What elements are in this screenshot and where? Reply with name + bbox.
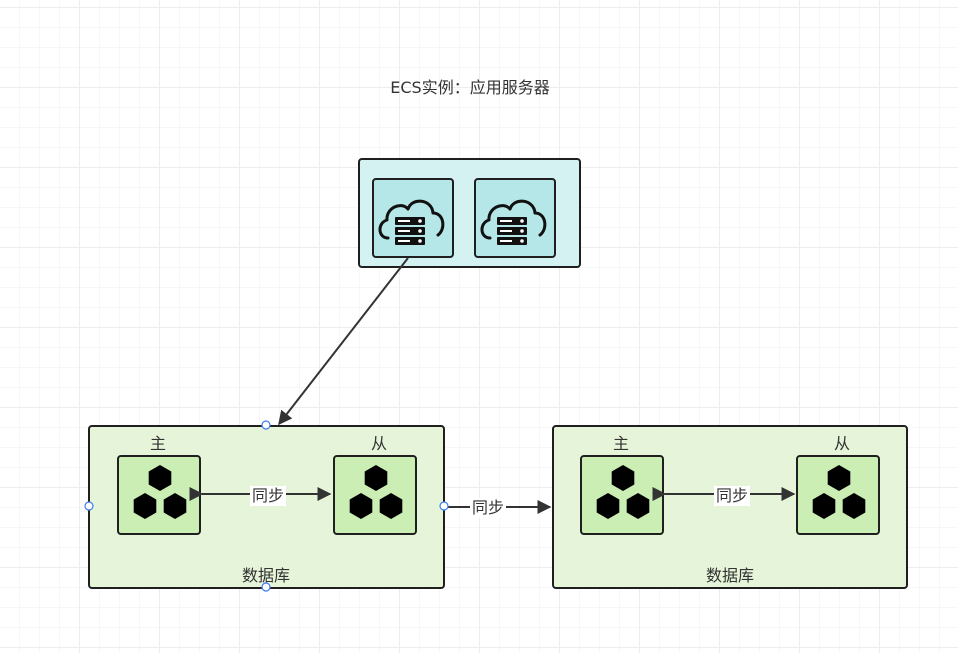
hexagon-cluster-icon xyxy=(812,465,866,519)
database-master-node[interactable] xyxy=(117,455,201,535)
sync-label: 同步 xyxy=(250,486,287,506)
master-label: 主 xyxy=(612,434,629,453)
sync-label: 同步 xyxy=(714,486,751,506)
diagram-title[interactable]: ECS实例：应用服务器 xyxy=(390,78,550,97)
ecs-instance[interactable] xyxy=(474,178,556,258)
ecs-instance[interactable] xyxy=(372,178,454,258)
hexagon-cluster-icon xyxy=(349,465,403,519)
database-master-node[interactable] xyxy=(580,455,664,535)
database-label: 数据库 xyxy=(241,566,290,585)
hexagon-cluster-icon xyxy=(133,465,187,519)
inter-database-sync-label: 同步 xyxy=(470,498,507,518)
slave-label: 从 xyxy=(833,434,850,453)
cloud-server-icon xyxy=(378,199,445,245)
hexagon-cluster-icon xyxy=(596,465,650,519)
ecs-to-database-arrow[interactable] xyxy=(278,257,409,426)
slave-label: 从 xyxy=(370,434,387,453)
master-label: 主 xyxy=(149,434,166,453)
database-slave-node[interactable] xyxy=(333,455,417,535)
database-slave-node[interactable] xyxy=(796,455,880,535)
cloud-server-icon xyxy=(480,199,547,245)
database-label: 数据库 xyxy=(705,566,754,585)
